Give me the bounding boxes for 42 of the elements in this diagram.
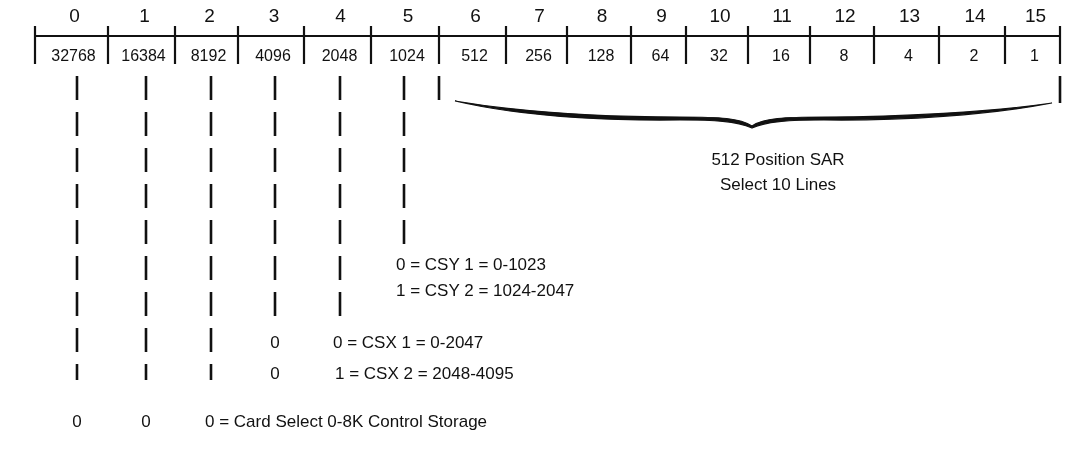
note-text: 1 = CSY 2 = 1024-2047	[396, 281, 575, 301]
bit-weight: 64	[651, 46, 670, 66]
note-text: 0 = CSX 1 = 0-2047	[333, 333, 484, 353]
bit-weight: 2	[969, 46, 979, 66]
bit-weight: 2048	[321, 46, 358, 66]
bit-number: 1	[139, 6, 150, 26]
bit-weight: 8	[839, 46, 849, 66]
bit-weight: 4	[904, 46, 913, 66]
bit-weight: 512	[461, 46, 488, 66]
bit-number: 2	[204, 6, 215, 26]
bit-weight: 256	[525, 46, 552, 66]
bit-weight: 4096	[255, 46, 291, 66]
bit-number: 0	[69, 6, 80, 26]
bit-number: 13	[898, 6, 921, 26]
bit-number: 12	[834, 6, 856, 26]
bit-number: 15	[1024, 6, 1047, 26]
bit-number: 4	[335, 6, 346, 26]
note-text: 0 = Card Select 0-8K Control Storage	[205, 412, 488, 432]
bit-weight: 1024	[389, 46, 425, 66]
bit-value: 0	[270, 333, 280, 353]
bit-weight: 32768	[51, 46, 96, 66]
bit-value: 0	[141, 412, 151, 432]
bit-number: 11	[772, 6, 792, 26]
note-text: 1 = CSX 2 = 2048-4095	[335, 364, 514, 384]
bit-weight: 1	[1030, 46, 1039, 66]
bit-number: 6	[470, 6, 481, 26]
bit-weight: 32	[710, 46, 728, 66]
bit-number: 8	[596, 6, 608, 26]
note-text: 512 Position SAR Select 10 Lines	[710, 149, 846, 196]
bit-number: 14	[964, 6, 986, 26]
bit-number: 3	[268, 6, 280, 26]
bit-number: 9	[656, 6, 667, 26]
bit-value: 0	[270, 364, 280, 384]
bit-weight: 16384	[121, 46, 166, 66]
bit-number: 7	[534, 6, 545, 26]
bit-weight: 128	[587, 46, 615, 66]
note-text: 0 = CSY 1 = 0-1023	[396, 255, 546, 275]
bit-number: 10	[709, 6, 731, 26]
bit-number: 5	[402, 6, 414, 26]
bit-weight: 8192	[190, 46, 227, 66]
bit-weight: 16	[772, 46, 790, 66]
bit-value: 0	[72, 412, 82, 432]
